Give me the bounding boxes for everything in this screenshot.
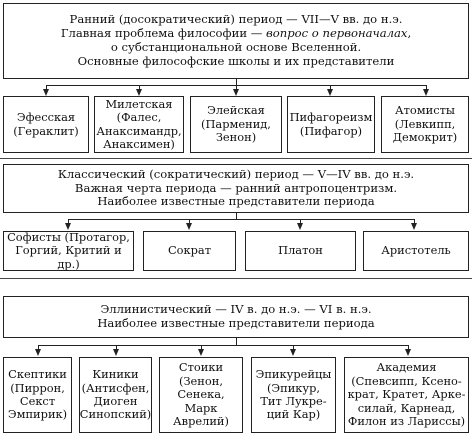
arrow-icon: [135, 89, 142, 96]
period1-drop: [236, 85, 237, 89]
rep-plato: Платон: [245, 231, 356, 271]
arrow-icon: [289, 349, 296, 356]
rep-socrates: Сократ: [143, 231, 236, 271]
school-miletskaya: Милетская (Фалес, Анаксимандр, Анаксимен…: [94, 96, 184, 153]
period3-drop: [38, 345, 39, 349]
arrow-icon: [197, 349, 204, 356]
school-atomists: Атомисты (Левкипп, Демокрит): [381, 96, 469, 153]
period3-connector: [236, 338, 237, 345]
school-academy: Академия (Спевсипп, Ксено- крат, Кратет,…: [344, 357, 469, 433]
period1-drop: [426, 85, 427, 89]
period2-drop: [414, 219, 415, 223]
period1-main-problem-emphasis: вопрос о первоначалах: [266, 26, 408, 41]
period2-header: Классический (сократический) период — V—…: [3, 164, 469, 213]
arrow-icon: [42, 89, 49, 96]
arrow-icon: [64, 223, 71, 230]
school-efesskaya: Эфесская (Гераклит): [3, 96, 89, 153]
period2-reps-caption: Наиболее известные представители периода: [97, 194, 375, 209]
section-separator: [0, 278, 472, 279]
school-cynics: Киники (Антисфен, Диоген Синопский): [79, 357, 152, 433]
period3-title: Эллинистический — IV в. до н.э. — VI в. …: [100, 302, 372, 317]
school-eleyskaya: Элейская (Парменид, Зенон): [190, 96, 282, 153]
period3-drop: [116, 345, 117, 349]
rep-aristotle: Аристотель: [363, 231, 469, 271]
period2-feature: Важная черта периода — ранний антропоцен…: [74, 180, 398, 195]
section-separator: [0, 158, 472, 159]
arrow-icon: [232, 89, 239, 96]
period2-bus: [68, 219, 414, 220]
period3-reps-caption: Наиболее известные представители периода: [97, 316, 375, 330]
period1-main-problem: Главная проблема философии — вопрос о пе…: [60, 26, 412, 41]
period1-title: Ранний (досократический) период — VII—V …: [69, 12, 403, 27]
arrow-icon: [296, 223, 303, 230]
rep-sophists: Софисты (Протагор, Горгий, Критий и др.): [3, 230, 134, 271]
period1-connector: [236, 79, 237, 85]
arrow-icon: [404, 349, 411, 356]
period2-drop: [300, 219, 301, 223]
arrow-icon: [326, 89, 333, 96]
period3-bus: [38, 345, 408, 346]
period1-drop: [46, 85, 47, 89]
period1-schools-caption: Основные философские школы и их представ…: [77, 53, 395, 68]
period1-drop: [139, 85, 140, 89]
period1-substance: о субстанциональной основе Вселенной.: [110, 40, 362, 54]
period2-title: Классический (сократический) период — V—…: [57, 166, 415, 181]
school-epicureans: Эпикурейцы (Эпикур, Тит Лукре- ций Кар): [251, 357, 336, 433]
arrow-icon: [34, 349, 41, 356]
arrow-icon: [422, 89, 429, 96]
period3-drop: [408, 345, 409, 349]
school-skeptics: Скептики (Пиррон, Секст Эмпирик): [3, 357, 72, 433]
school-stoics: Стоики (Зенон, Сенека, Марк Аврелий): [159, 357, 243, 433]
arrow-icon: [185, 223, 192, 230]
arrow-icon: [410, 223, 417, 230]
period2-drop: [189, 219, 190, 223]
period2-connector: [236, 213, 237, 219]
period3-header: Эллинистический — IV в. до н.э. — VI в. …: [3, 296, 469, 338]
school-pythagoreanism: Пифагореизм (Пифагор): [287, 96, 375, 153]
period1-header: Ранний (досократический) период — VII—V …: [3, 3, 469, 79]
period2-drop: [68, 219, 69, 223]
arrow-icon: [112, 349, 119, 356]
period1-drop: [330, 85, 331, 89]
period3-drop: [293, 345, 294, 349]
period3-drop: [201, 345, 202, 349]
